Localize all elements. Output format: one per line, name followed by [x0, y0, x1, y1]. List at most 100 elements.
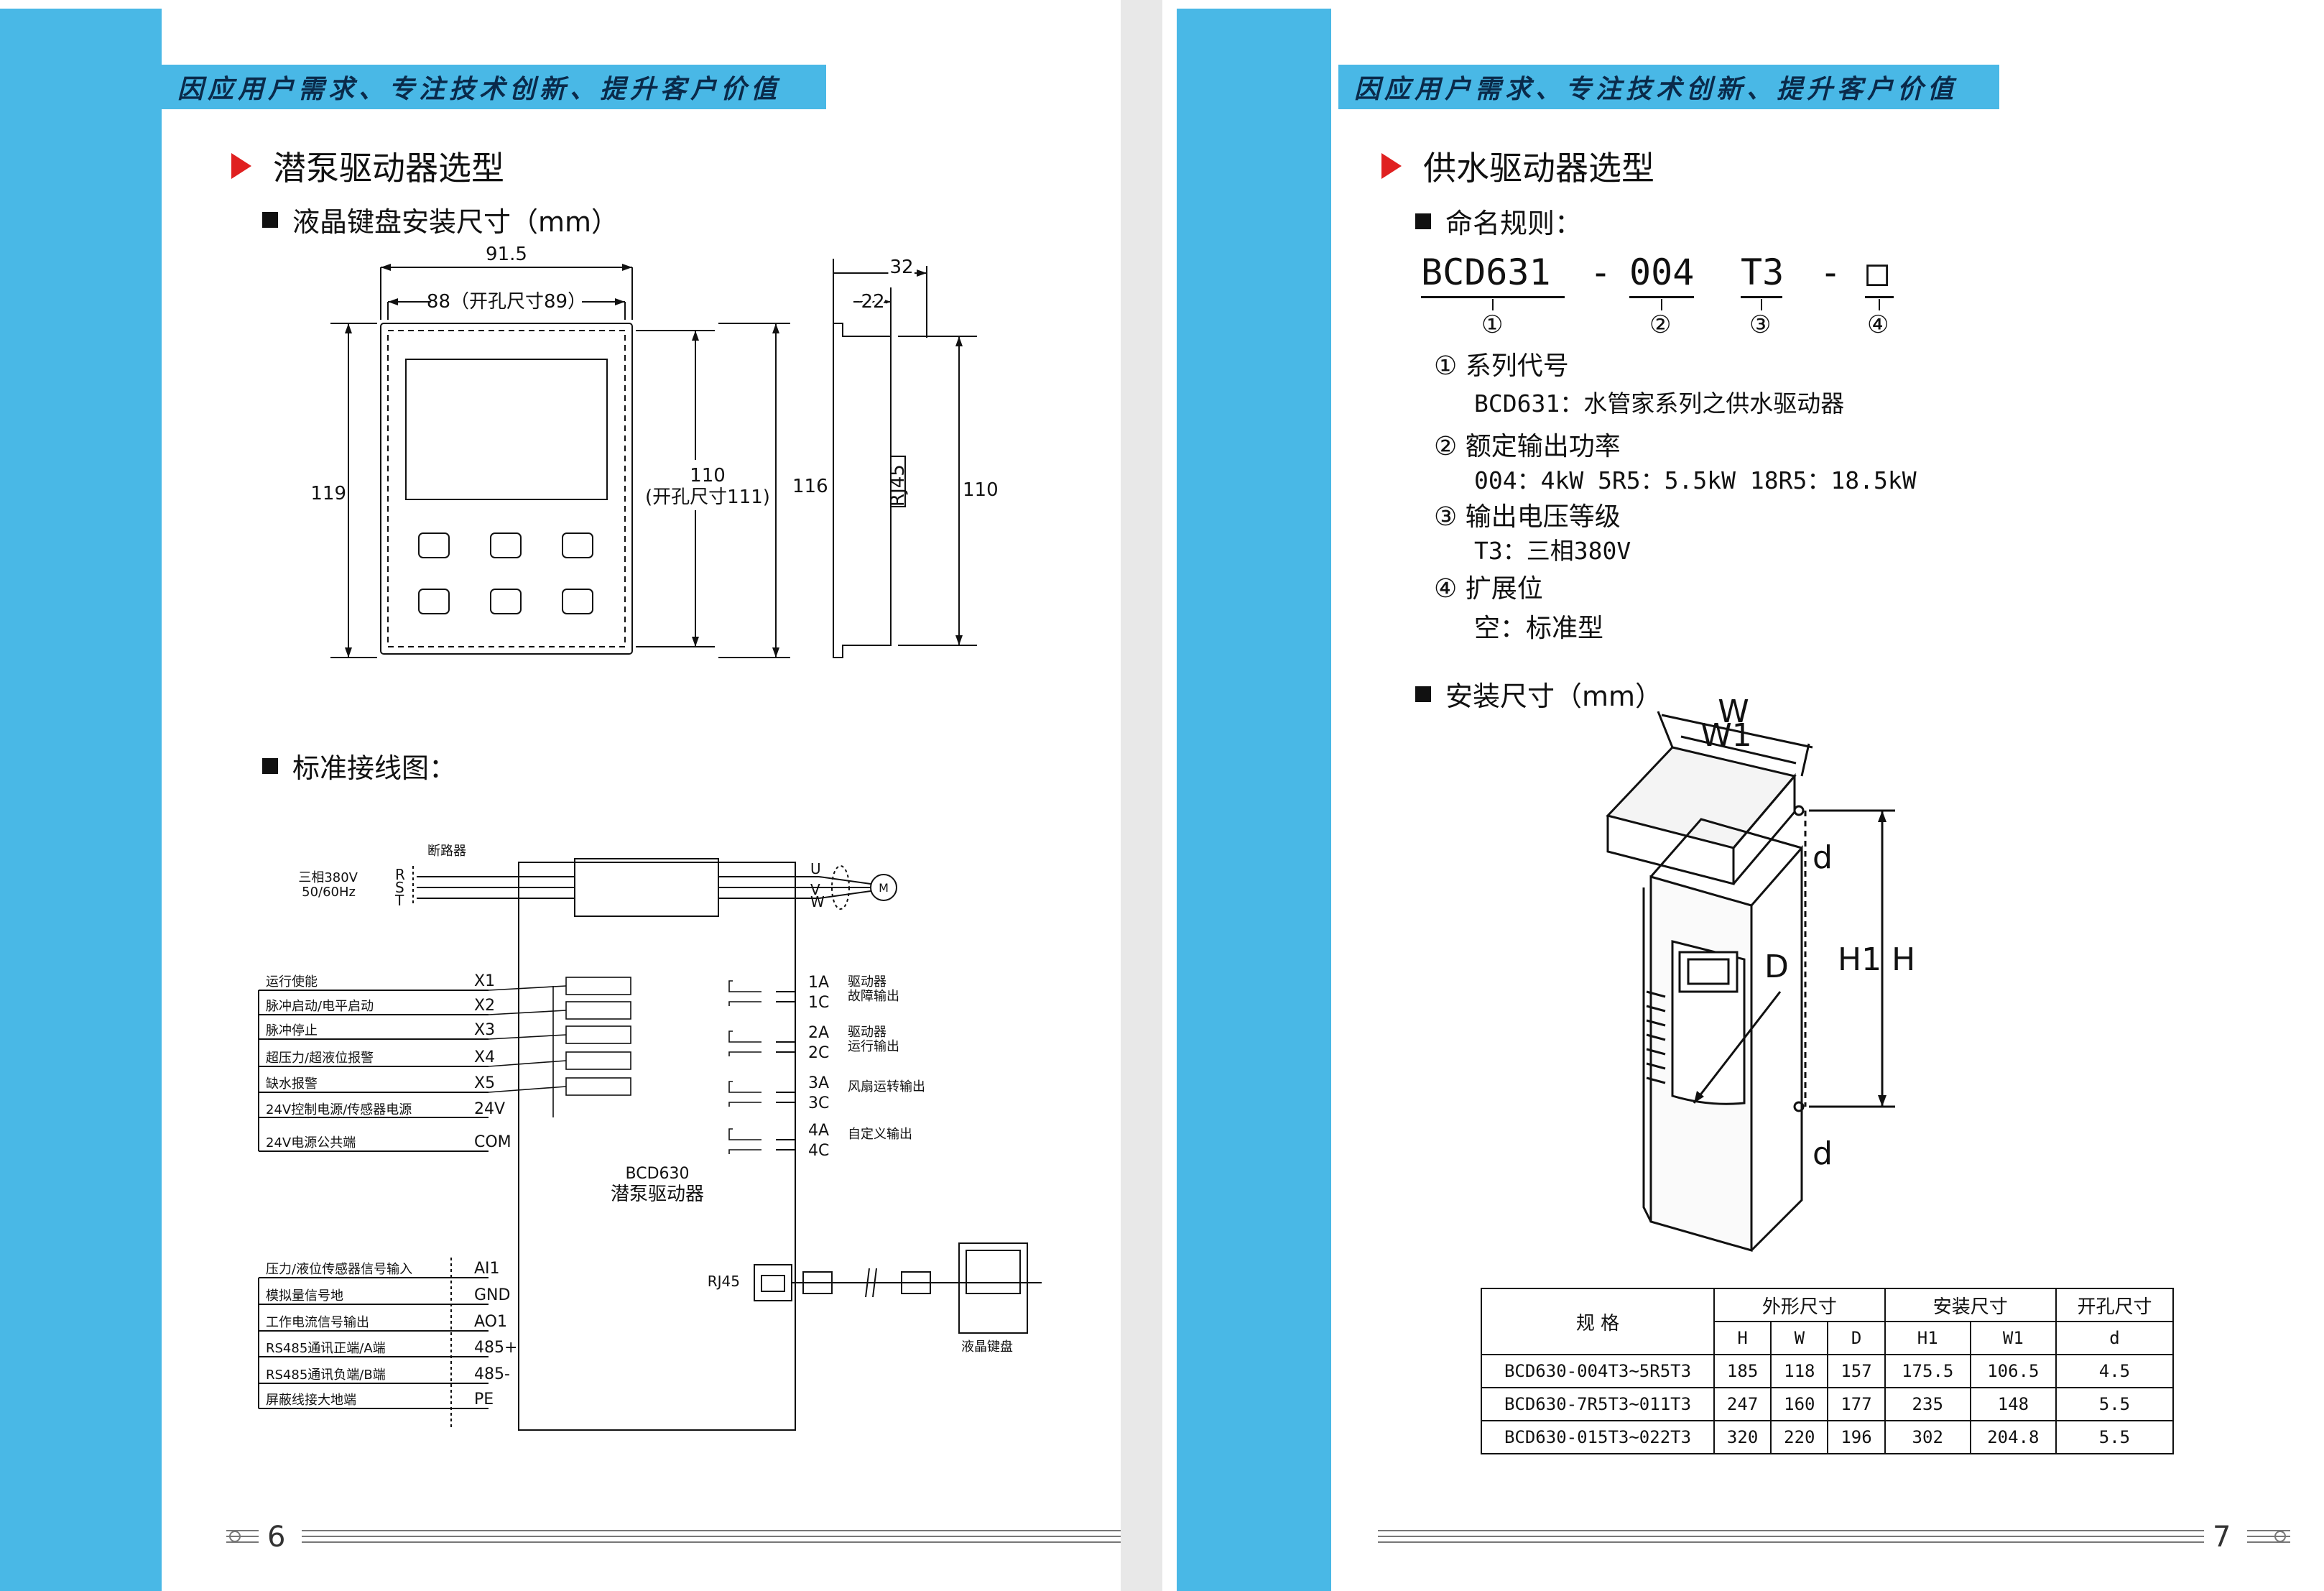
- sub-header-h1: H1: [1884, 1321, 1971, 1355]
- standard-wiring-diagram: 断路器 三相380V 50/60Hz R S T U V W M 运行使能 脉冲…: [258, 844, 1042, 1431]
- relay1-desc-1: 驱动器: [848, 974, 886, 990]
- rule-4-title: ④ 扩展位: [1434, 574, 1543, 604]
- code-marker-4: ④: [1867, 310, 1889, 339]
- code-marker-3: ③: [1749, 310, 1772, 339]
- relay2-desc-2: 运行输出: [848, 1039, 899, 1054]
- relay3-t2: 3C: [808, 1094, 829, 1112]
- ao1-label: 工作电流信号输出: [266, 1315, 369, 1330]
- gnd-label: 模拟量信号地: [266, 1288, 343, 1304]
- sub-header-w: W: [1770, 1321, 1829, 1355]
- rule-2-title: ② 额定输出功率: [1434, 432, 1621, 461]
- relay3-desc: 风扇运转输出: [848, 1079, 925, 1094]
- dim-d-top: d: [1813, 839, 1833, 876]
- code-marker-1: ①: [1481, 310, 1504, 339]
- right-header-banner: 因应用户需求、专注技术创新、提升客户价值: [1338, 65, 1999, 109]
- book-gutter: [1121, 0, 1162, 1591]
- naming-heading: 命名规则：: [1415, 201, 1582, 241]
- table-row: BCD630-004T3~5R5T3 185 118 157 175.5 106…: [1481, 1354, 2175, 1388]
- rule-3-desc: T3：三相380V: [1474, 537, 1631, 565]
- di-label-4: 超压力/超液位报警: [266, 1051, 374, 1066]
- right-section-title: 供水驱动器选型: [1381, 142, 1654, 190]
- header-slogan: 因应用户需求、专注技术创新、提升客户价值: [1354, 74, 1958, 104]
- pe-term: PE: [474, 1391, 494, 1408]
- code-series: BCD631: [1421, 252, 1551, 293]
- di-label-3: 脉冲停止: [266, 1023, 318, 1038]
- dim-w: W: [1718, 693, 1749, 730]
- code-ext: □: [1866, 252, 1889, 293]
- wiring-heading: 标准接线图：: [262, 746, 456, 785]
- dim-width-inner: 88（开孔尺寸89）: [427, 291, 586, 313]
- square-bullet-icon: [262, 757, 278, 774]
- dim-side-height: 110: [963, 479, 999, 501]
- relay4-desc: 自定义输出: [848, 1127, 912, 1142]
- group-outer-header: 外形尺寸: [1713, 1288, 1886, 1322]
- 485p-term: 485+: [474, 1339, 517, 1357]
- square-bullet-icon: [1415, 686, 1431, 702]
- code-dash-1: -: [1590, 252, 1612, 293]
- input-r: R: [395, 866, 405, 883]
- sub-header-w1: W1: [1969, 1321, 2057, 1355]
- di-term-2: X2: [474, 997, 495, 1015]
- dim-heights: H1 H: [1838, 941, 1915, 978]
- rule-4-desc: 空：标准型: [1474, 614, 1604, 643]
- triangle-bullet-icon: [231, 153, 251, 179]
- col-model-header: 规 格: [1481, 1288, 1715, 1355]
- keypad-label: 液晶键盘: [961, 1339, 1013, 1355]
- rj45-port-label: RJ45: [887, 464, 909, 507]
- dim-w1: W1: [1700, 717, 1752, 754]
- spec-table: 规 格 外形尺寸 安装尺寸 开孔尺寸 H W D H1 W1 d BCD630-…: [1481, 1288, 2175, 1454]
- relay4-t1: 4A: [808, 1122, 829, 1140]
- di-label-2: 脉冲启动/电平启动: [266, 999, 374, 1014]
- relay1-desc-2: 故障输出: [848, 989, 899, 1004]
- supply-frequency: 50/60Hz: [302, 885, 356, 900]
- power24-label: 24V控制电源/传感器电源: [266, 1102, 412, 1117]
- dim-height-inner: 110: [690, 465, 726, 486]
- supply-voltage: 三相380V: [298, 870, 358, 885]
- code-dash-2: -: [1820, 252, 1842, 293]
- page-number-left: 6: [267, 1521, 286, 1554]
- power24-term: 24V: [474, 1100, 505, 1118]
- relay1-t2: 1C: [808, 994, 829, 1012]
- keypad-dimension-drawing: 91.5 88（开孔尺寸89） 119 110 (开孔尺寸111) 116 32…: [310, 244, 999, 658]
- group-mount-header: 安装尺寸: [1884, 1288, 2057, 1322]
- dim-height-inner-note: (开孔尺寸111): [645, 486, 770, 508]
- com-label: 24V电源公共端: [266, 1135, 356, 1150]
- device-name: 潜泵驱动器: [611, 1184, 704, 1205]
- ao1-term: AO1: [474, 1313, 507, 1331]
- rule-3-title: ③ 输出电压等级: [1434, 502, 1621, 532]
- 485n-term: 485-: [474, 1365, 510, 1383]
- right-blue-stripe: [1177, 9, 1331, 1591]
- model-code: BCD631 - 004 T3 - □ ① ② ③ ④: [1421, 252, 1924, 345]
- dim-width-outer: 91.5: [486, 244, 527, 265]
- rj45-label: RJ45: [708, 1273, 740, 1290]
- input-t: T: [394, 892, 404, 909]
- di-term-4: X4: [474, 1048, 495, 1066]
- table-row: BCD630-7R5T3~011T3 247 160 177 235 148 5…: [1481, 1387, 2175, 1421]
- code-power: 004: [1629, 252, 1695, 293]
- left-footer-rule: [226, 1522, 1124, 1554]
- sub-header-d-hole: d: [2055, 1321, 2175, 1355]
- right-footer-rule: [1378, 1522, 2290, 1554]
- left-section-title: 潜泵驱动器选型: [231, 142, 504, 190]
- relay1-t1: 1A: [808, 974, 829, 992]
- breaker-label: 断路器: [427, 844, 466, 859]
- relay2-desc-1: 驱动器: [848, 1025, 886, 1040]
- table-row: BCD630-015T3~022T3 320 220 196 302 204.8…: [1481, 1420, 2175, 1454]
- header-slogan: 因应用户需求、专注技术创新、提升客户价值: [177, 74, 782, 104]
- pe-label: 屏蔽线接大地端: [266, 1393, 356, 1408]
- output-u: U: [810, 860, 821, 877]
- di-term-1: X1: [474, 972, 495, 990]
- dim-depth: D: [1764, 949, 1789, 985]
- code-voltage: T3: [1741, 252, 1784, 293]
- di-label-5: 缺水报警: [266, 1076, 318, 1092]
- device-model: BCD630: [626, 1165, 690, 1183]
- motor-icon: M: [879, 881, 889, 895]
- ai1-term: AI1: [474, 1260, 500, 1278]
- di-term-3: X3: [474, 1021, 495, 1039]
- dim-depth-inner: 22: [861, 291, 884, 313]
- rule-1-desc: BCD631：水管家系列之供水驱动器: [1474, 389, 1845, 418]
- di-label-1: 运行使能: [266, 974, 318, 990]
- dim-height-left: 119: [310, 483, 346, 504]
- gnd-term: GND: [474, 1286, 510, 1304]
- sub-header-h: H: [1713, 1321, 1772, 1355]
